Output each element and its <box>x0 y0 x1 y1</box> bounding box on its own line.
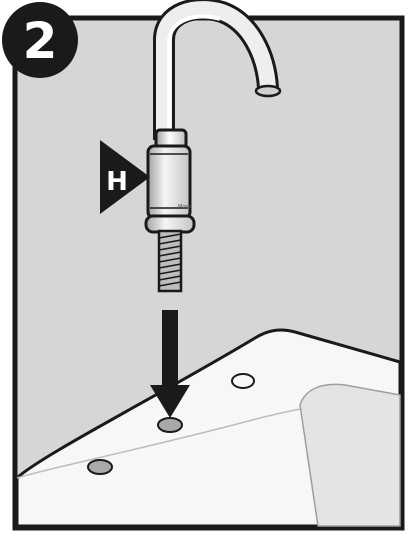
brand-mark: Moen <box>178 204 192 210</box>
faucet-hole-left <box>87 459 113 475</box>
step-badge: 2 <box>2 2 78 78</box>
faucet-hole-center <box>157 417 183 433</box>
callout-h: H <box>100 140 150 214</box>
faucet-hole-right <box>231 373 255 389</box>
insert-arrow <box>150 310 190 418</box>
sink-basin <box>299 383 401 527</box>
spout <box>156 1 276 140</box>
arrow-head <box>150 385 190 418</box>
spout-highlight <box>167 14 221 140</box>
sink-deck <box>15 328 402 528</box>
spout-tip <box>254 84 282 98</box>
step-number: 2 <box>23 12 58 70</box>
sink <box>15 328 402 528</box>
base-flange <box>144 214 196 234</box>
shank-threads <box>158 233 182 287</box>
arrow-shaft <box>162 310 178 390</box>
callout-letter: H <box>106 167 128 197</box>
step-badge-circle <box>2 2 78 78</box>
callout-pointer <box>100 140 150 214</box>
threaded-shank <box>157 229 183 293</box>
faucet: Moen <box>144 0 282 293</box>
